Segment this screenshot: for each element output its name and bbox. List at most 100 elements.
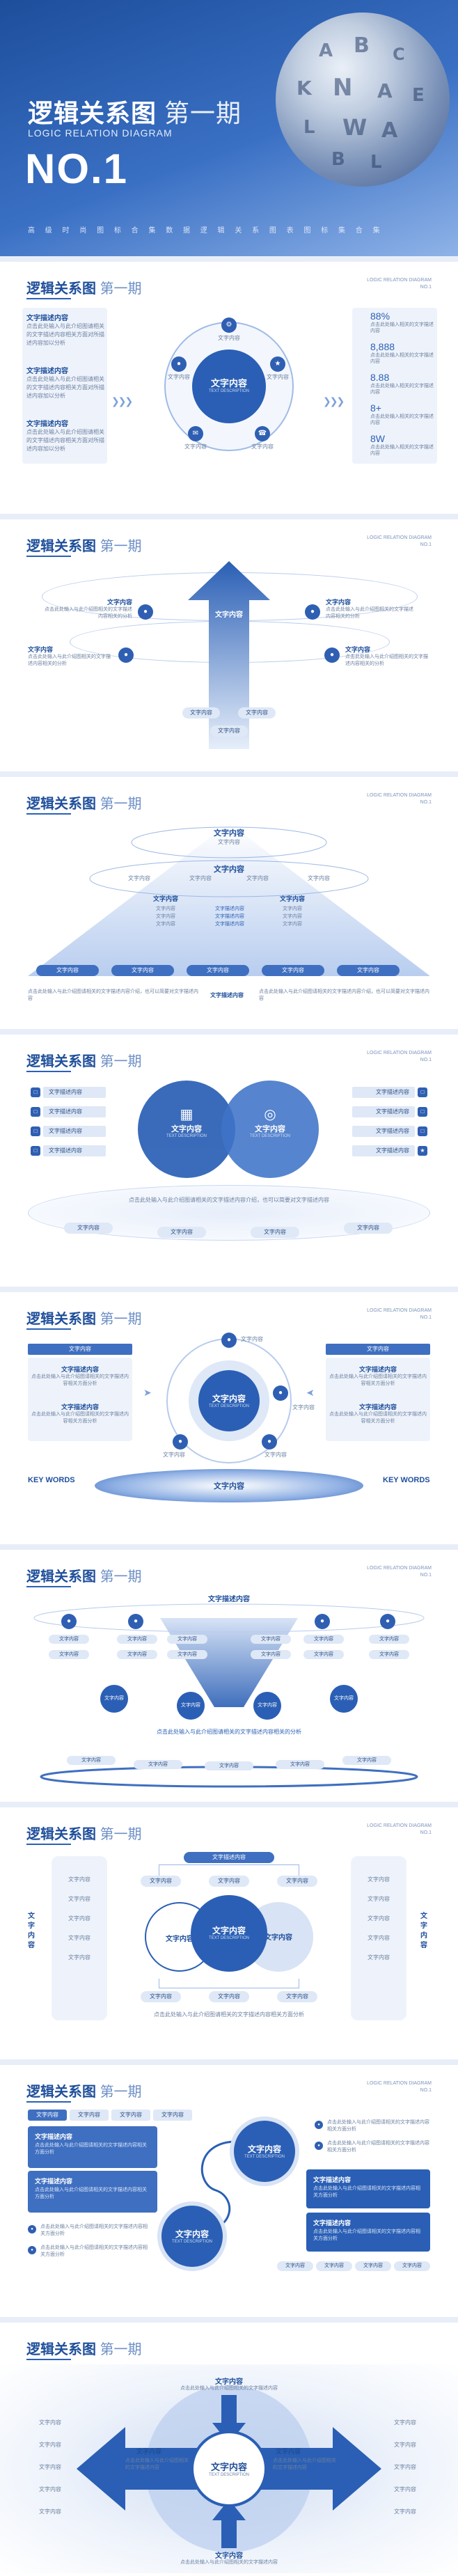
left-item: 文字描述内容点击此处输入与此介绍图请相关的文字描述内容相关方面分析: [31, 1365, 129, 1388]
top-circle: 文字内容 TEXT DESCRIPTION: [230, 2116, 299, 2186]
sphere-letter: K: [297, 77, 312, 100]
base-ellipse: [95, 1469, 363, 1502]
list-icon: □: [418, 1107, 427, 1117]
platform-pill: 文字内容: [344, 1223, 393, 1234]
circle-sub: TEXT DESCRIPTION: [166, 1134, 207, 1138]
node-icon: ●: [262, 1434, 277, 1450]
funnel-pill: 文字内容: [49, 1650, 89, 1659]
item-title: 文字内容: [28, 646, 54, 653]
top-label: 文字内容: [215, 2378, 243, 2386]
center-sub: TEXT DESCRIPTION: [209, 389, 249, 393]
side-item: 文字内容: [394, 2442, 416, 2448]
slide-title-bold: 逻辑关系图: [26, 1054, 96, 1069]
center-sub: TEXT DESCRIPTION: [209, 2473, 249, 2477]
item-desc: 点击此处输入与此介绍图相关的文字描述内容相关的分析: [45, 607, 132, 619]
box-desc: 点击此处输入与此介绍图请相关的文字描述内容相关方面分析: [35, 2188, 147, 2199]
tier-title: 文字内容: [214, 865, 244, 874]
stat-value: 8,888: [370, 341, 395, 352]
list-item: 文字内容: [68, 1935, 90, 1941]
col-item: 文字内容: [156, 906, 175, 911]
bullet-icon: ●: [315, 2121, 323, 2129]
side-item: 文字内容: [394, 2419, 416, 2426]
center-circle: 文字内容 TEXT DESCRIPTION: [191, 2430, 267, 2507]
platform-pill: 文字内容: [157, 1227, 206, 1238]
item-desc: 点击此处输入与此介绍图请相关的文字描述内容相关方面分析: [329, 1374, 427, 1386]
cover-tagline: 高 级 时 尚 图 标 合 集 数 据 逻 辑 关 系 图 表 图 标 集 合 …: [28, 227, 384, 235]
left-item: 文字内容点击此处输入与此介绍图相关的文字描述内容相关的分析: [42, 597, 132, 620]
right-desc: 点击此处输入与此介绍图相关的文字描述内容: [273, 2458, 336, 2470]
left-side-list: 文字内容文字内容文字内容文字内容文字内容: [39, 2412, 61, 2523]
funnel-pill: 文字内容: [167, 1635, 207, 1644]
stage-circle: 文字内容: [100, 1685, 128, 1713]
slide-title: 逻辑关系图 第一期: [26, 792, 142, 812]
node-label: 文字内容: [168, 374, 190, 380]
node-icon: ●: [138, 604, 153, 620]
list-item: 文字内容: [368, 1954, 390, 1961]
side-item: 文字内容: [39, 2464, 61, 2470]
left-item: 文字描述内容点击此处输入与此介绍图请相关的文字描述内容相关方面对所描述内容加以分…: [26, 418, 104, 453]
en-line: NO.1: [420, 1315, 432, 1320]
col-item: 文字内容: [283, 922, 302, 927]
arrows-right-icon: ❯❯❯: [111, 395, 133, 407]
title-underline: [26, 1071, 71, 1072]
left-desc: 点击此处输入与此介绍图相关的文字描述内容: [125, 2458, 189, 2470]
slide-title-light: 第一期: [100, 2342, 142, 2357]
left-item: 文字内容点击此处输入与此介绍图相关的文字描述内容相关的分析: [28, 645, 113, 668]
en-line: LOGIC RELATION DIAGRAM: [367, 1566, 432, 1571]
list-icon: □: [31, 1087, 40, 1097]
item-desc: 点击此处输入与此介绍图请相关的文字描述内容相关方面对所描述内容加以分析: [26, 376, 104, 399]
node-icon: ●: [173, 1434, 188, 1450]
center-label: 文字内容: [212, 1926, 246, 1935]
base-pill: 文字内容: [342, 1756, 391, 1765]
col-item: 文字描述内容: [215, 914, 244, 919]
slide-title: 逻辑关系图 第一期: [26, 2338, 142, 2358]
list-icon: □: [418, 1087, 427, 1097]
node-label: 文字内容: [218, 335, 240, 341]
tier-label: 文字内容: [246, 875, 269, 881]
base-pill: 文字内容: [187, 965, 249, 976]
circle-label: 文字内容: [166, 1935, 194, 1943]
node-icon: ●: [221, 1333, 237, 1348]
slide-title: 逻辑关系图 第一期: [26, 1050, 142, 1070]
slide-title-light: 第一期: [100, 1054, 142, 1069]
top-pill: 文字内容: [209, 1876, 249, 1887]
sphere-letter: W: [342, 114, 368, 141]
pyramid-graphic: [28, 823, 430, 976]
en-line: LOGIC RELATION DIAGRAM: [367, 278, 432, 283]
list-item: 文字内容: [368, 1915, 390, 1922]
arrow-label: 文字内容: [215, 611, 243, 619]
left-list-item: 文字描述内容: [43, 1126, 106, 1137]
stage-circle: 文字内容: [330, 1685, 358, 1713]
title-underline: [26, 1586, 71, 1587]
left-note: 点击此处输入与此介绍图请相关的文字描述内容相关方面分析: [40, 2245, 148, 2257]
center-sub: TEXT DESCRIPTION: [209, 1404, 249, 1408]
stat-value: 88%: [370, 311, 390, 322]
bottom-pill: 文字内容: [238, 707, 276, 718]
base-pill: 文字内容: [36, 965, 99, 976]
stat-value: 8W: [370, 433, 385, 444]
bottom-circle: 文字内容 TEXT DESCRIPTION: [157, 2201, 227, 2271]
cover-title-light: 第一期: [164, 99, 242, 127]
right-note: 点击此处输入与此介绍图请相关的文字描述内容相关方面分析: [327, 2120, 429, 2132]
col-item: 文字内容: [283, 914, 302, 919]
arrow-left-icon: ➤: [306, 1387, 315, 1398]
stage-circle: 文字内容: [177, 1692, 205, 1720]
funnel-pill: 文字内容: [303, 1635, 344, 1644]
en-line: NO.1: [420, 542, 432, 547]
slide-title: 逻辑关系图 第一期: [26, 1823, 142, 1843]
right-label: 文字内容: [276, 2448, 301, 2455]
right-note: 点击此处输入与此介绍图请相关的文字描述内容相关方面分析: [327, 2141, 429, 2153]
col-item: 文字内容: [156, 922, 175, 927]
box-title: 文字描述内容: [35, 2178, 73, 2185]
item-desc: 点击此处输入与此介绍图请相关的文字描述内容相关方面分析: [31, 1412, 129, 1424]
box-desc: 点击此处输入与此介绍图请相关的文字描述内容相关方面分析: [35, 2143, 147, 2155]
left-list-item: 文字描述内容: [43, 1087, 106, 1098]
list-icon: □: [418, 1126, 427, 1136]
bottom-pill: 文字内容: [316, 2261, 352, 2271]
slide-title-light: 第一期: [100, 1569, 142, 1585]
